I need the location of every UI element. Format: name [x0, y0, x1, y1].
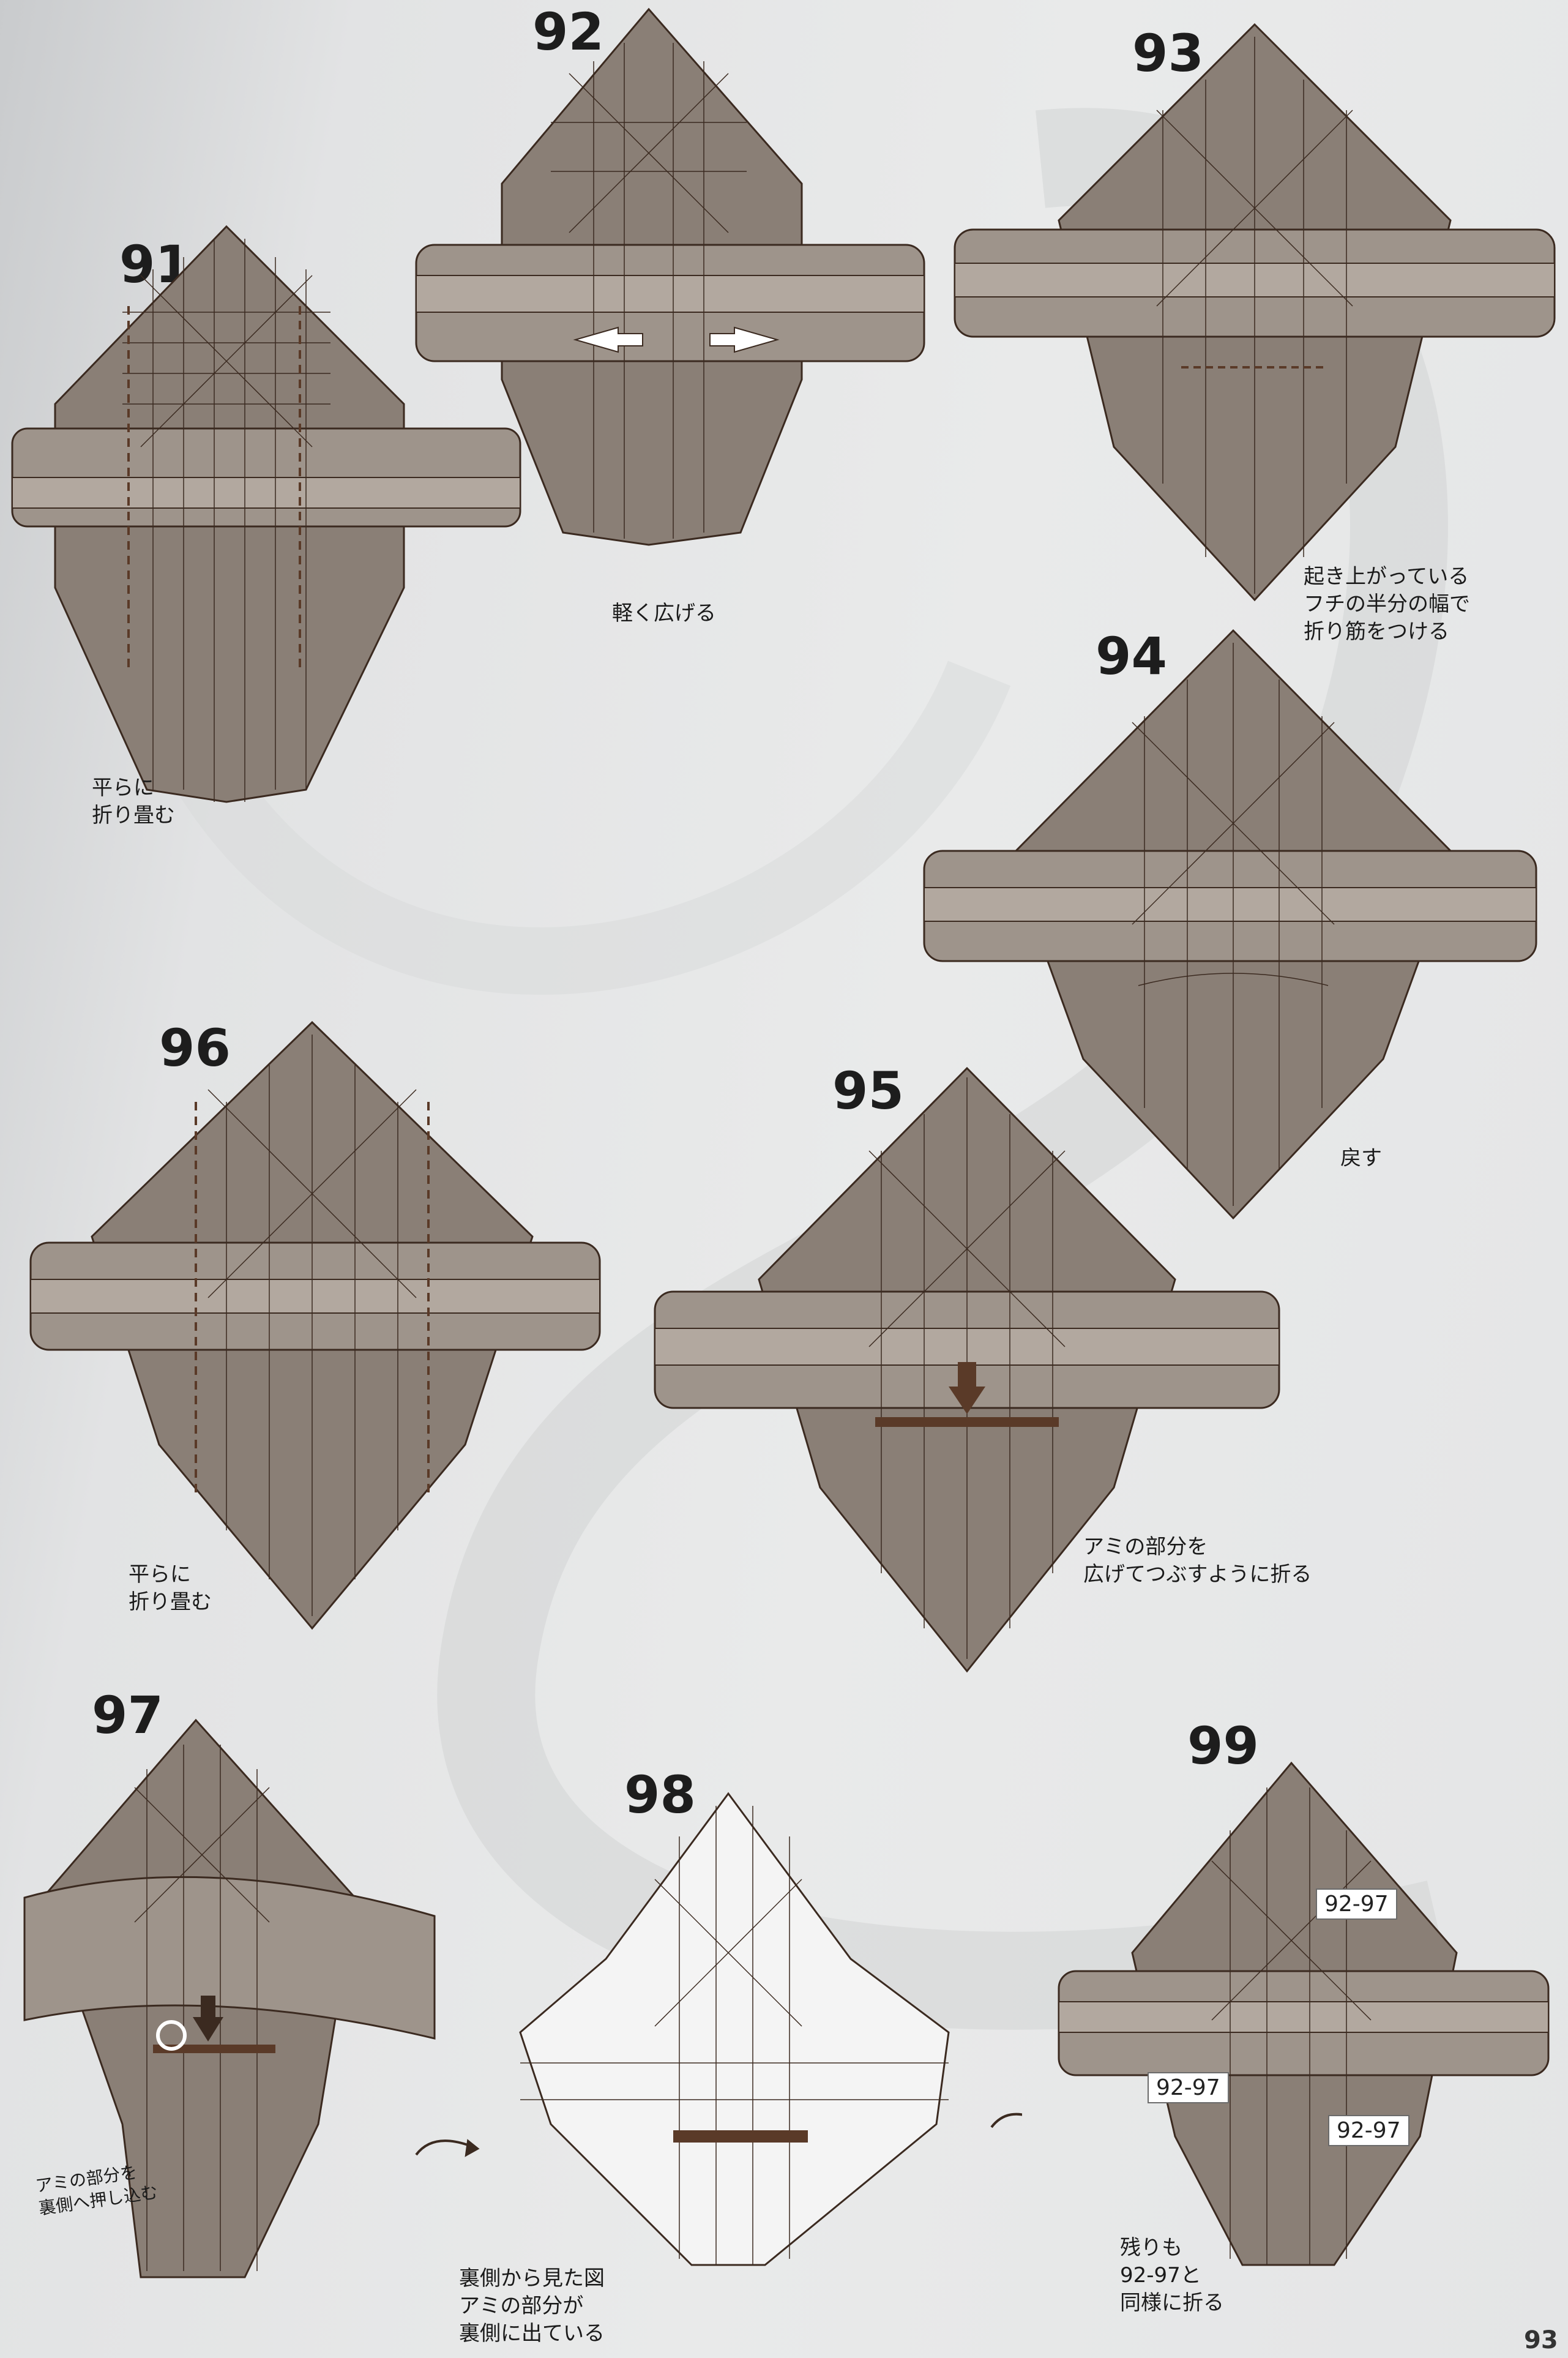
step-92-diagram [410, 0, 930, 551]
step-97: 97 アミの部分を 裏側へ押し込む [0, 1671, 465, 2320]
step-93-diagram [949, 18, 1561, 606]
step-98: 98 裏側から見た図 アミの部分が 裏側に出ている [398, 1757, 1022, 2357]
step-99-diagram [1040, 1708, 1567, 2277]
step-caption: 平らに 折り畳む [129, 1561, 212, 1616]
reference-label: 92-97 [1328, 2115, 1409, 2146]
page-number: 93 [1524, 2326, 1558, 2354]
step-96: 96 平らに 折り畳む [24, 1016, 612, 1647]
step-caption: 平らに 折り畳む [92, 774, 175, 829]
reference-label: 92-97 [1148, 2072, 1229, 2103]
step-caption: 軽く広げる [612, 600, 716, 627]
step-caption: アミの部分を 広げてつぶすように折る [1083, 1533, 1312, 1589]
step-96-diagram [24, 1016, 612, 1634]
reference-label: 92-97 [1316, 1888, 1397, 1920]
step-98-diagram [398, 1757, 1022, 2271]
step-caption: 裏側から見た図 アミの部分が 裏側に出ている [459, 2265, 605, 2348]
step-caption: 残りも 92-97と 同様に折る [1120, 2234, 1224, 2317]
step-93: 93 起き上がっている フチの半分の幅で 折り筋をつける [949, 18, 1561, 661]
step-95: 95 アミの部分を 広げてつぶすように折る [649, 1059, 1383, 1690]
step-99: 99 92-97 92-97 92-97 残りも 92-97と 同様に折る [1040, 1708, 1567, 2357]
step-92: 92 軽く広げる [410, 0, 930, 637]
